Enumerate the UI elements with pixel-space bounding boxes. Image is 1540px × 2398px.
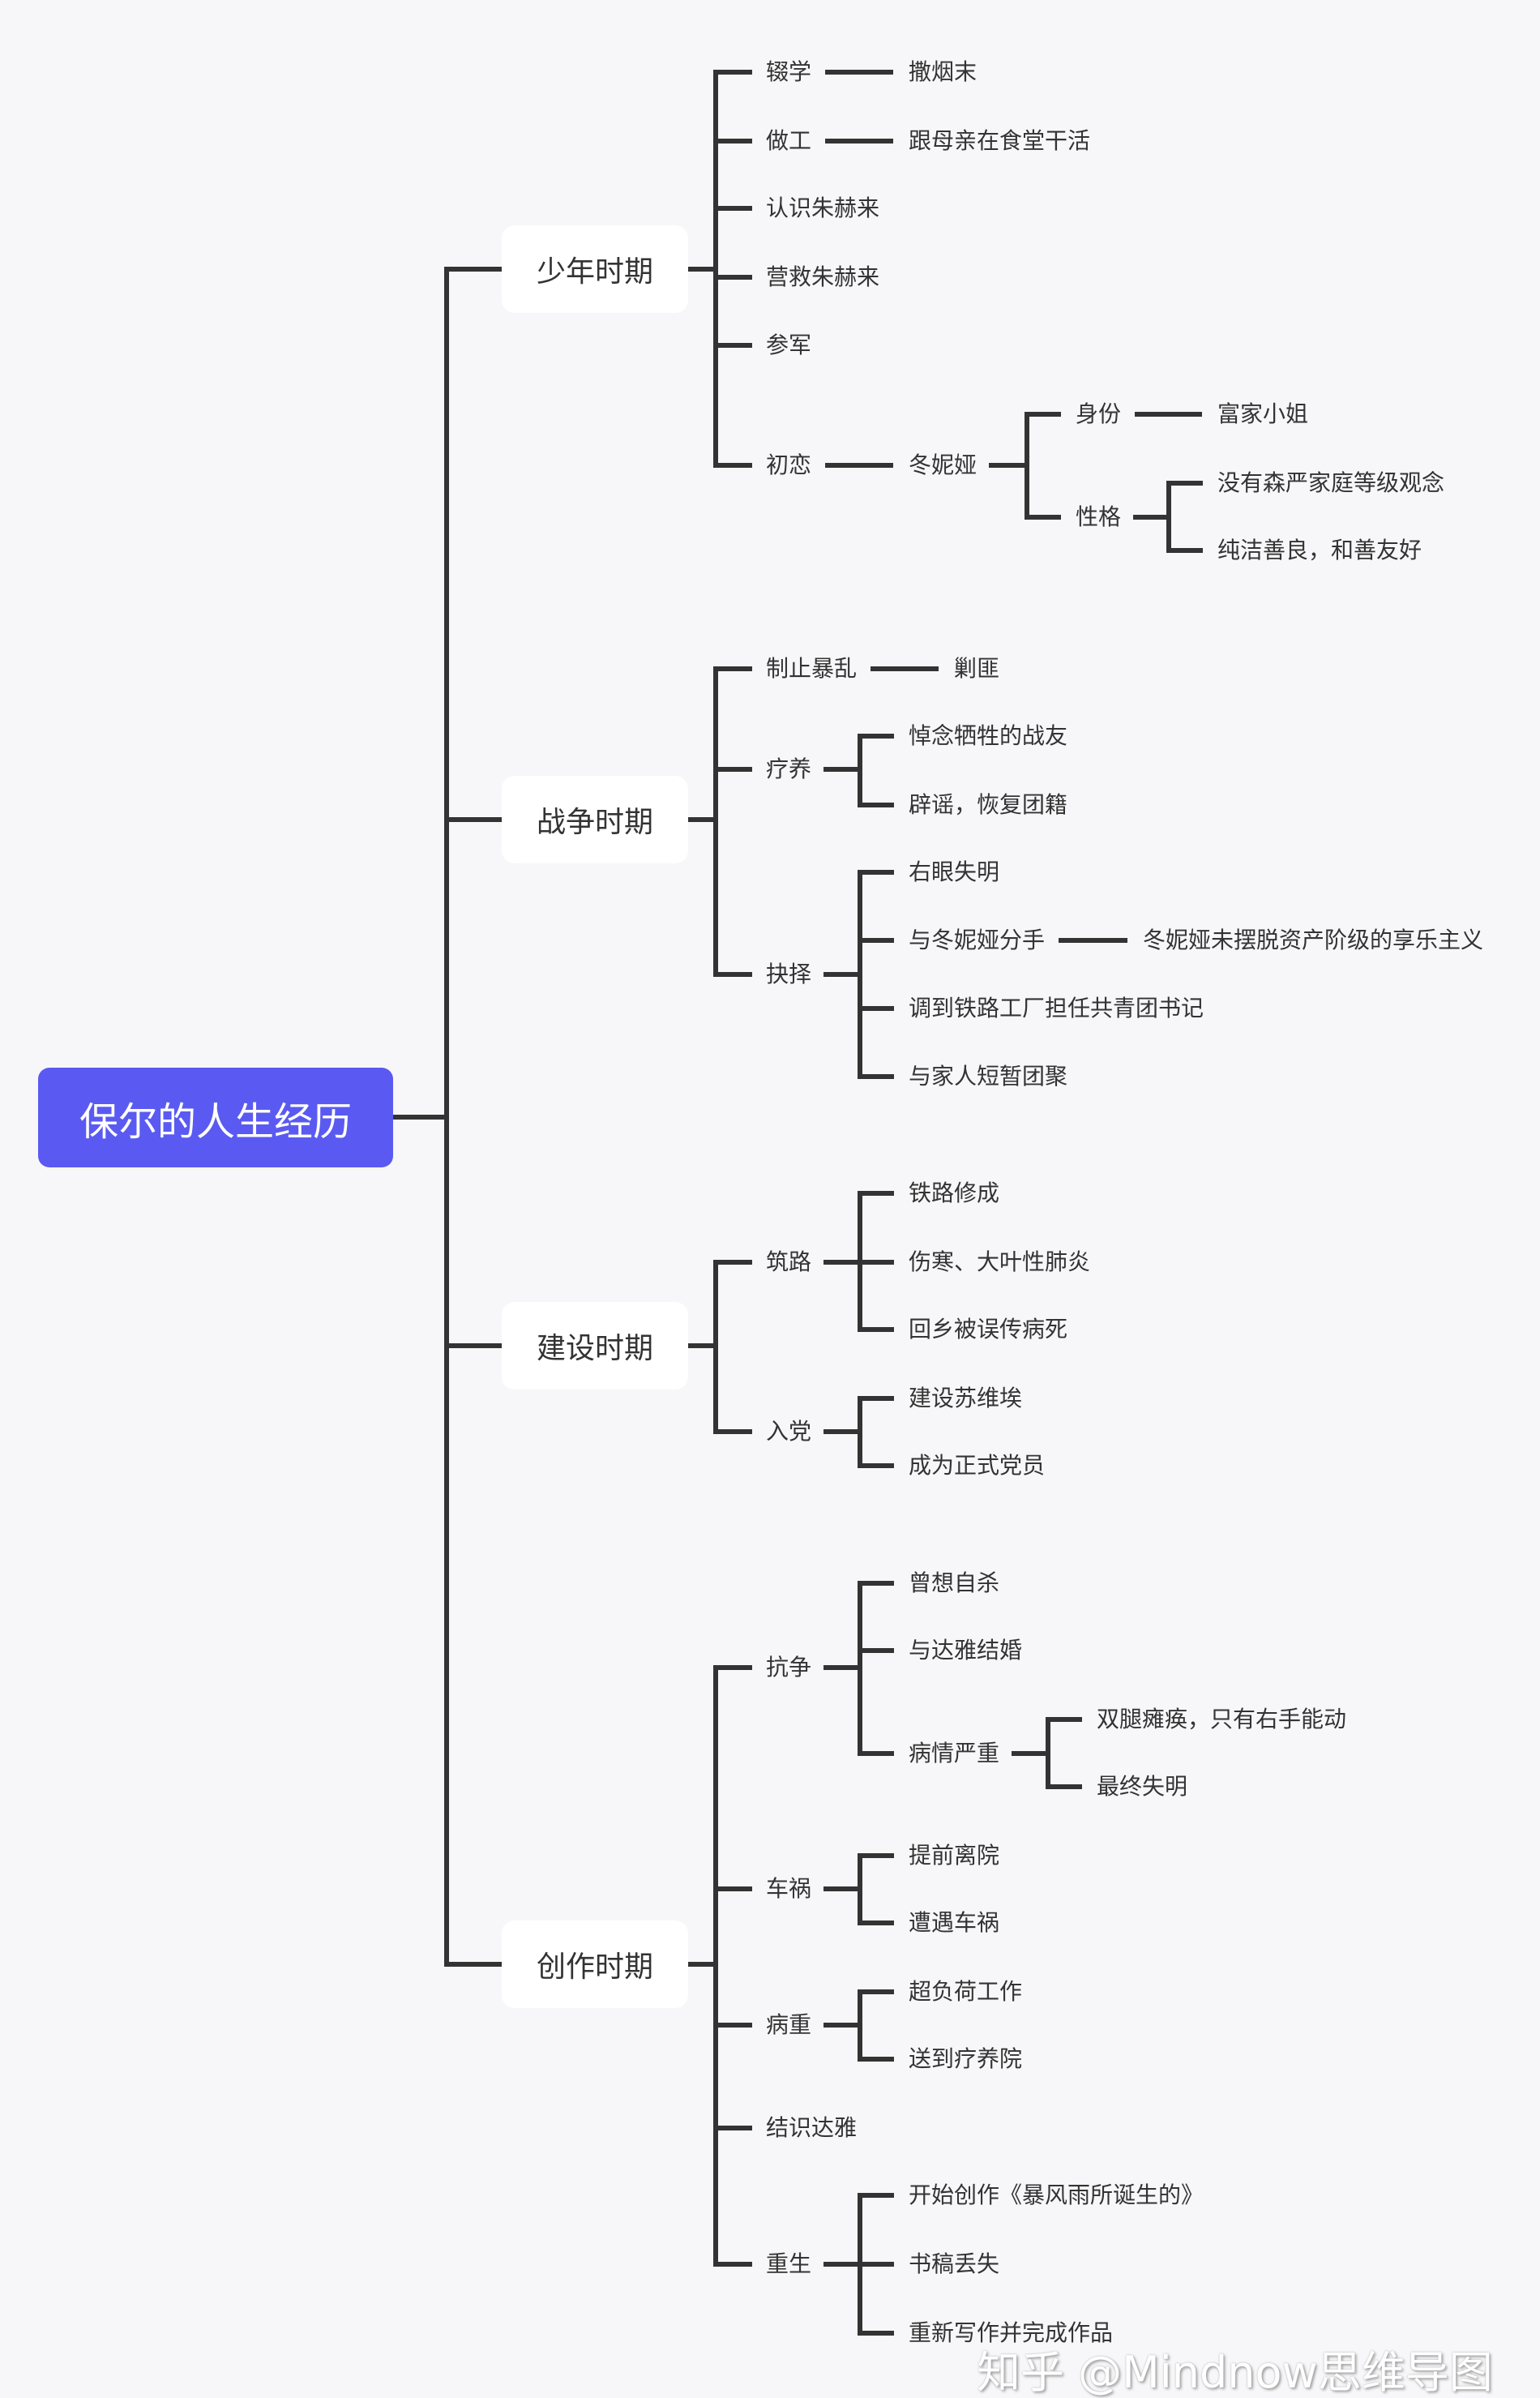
topic-node[interactable]: 少年时期 (502, 225, 688, 313)
mindmap-node[interactable]: 遭遇车祸 (909, 1909, 1000, 1937)
mindmap-node[interactable]: 抗争 (766, 1654, 812, 1681)
mindmap-node[interactable]: 性格 (1076, 503, 1122, 531)
mindmap-node[interactable]: 成为正式党员 (909, 1452, 1046, 1479)
mindmap-node[interactable]: 病重 (766, 2011, 812, 2039)
mindmap-node[interactable]: 曾想自杀 (909, 1569, 1000, 1597)
mindmap-node[interactable]: 与冬妮娅分手 (909, 927, 1046, 954)
topic-node[interactable]: 创作时期 (502, 1921, 688, 2008)
mindmap-node[interactable]: 疗养 (766, 756, 812, 783)
mindmap-node[interactable]: 车祸 (766, 1875, 812, 1903)
mindmap-node[interactable]: 跟母亲在食堂干活 (909, 127, 1091, 155)
mindmap-node[interactable]: 超负荷工作 (909, 1978, 1023, 2006)
mindmap-node[interactable]: 与家人短暂团聚 (909, 1063, 1068, 1090)
mindmap-node[interactable]: 开始创作《暴风雨所诞生的》 (909, 2182, 1204, 2209)
mindmap-node[interactable]: 没有森严家庭等级观念 (1217, 469, 1445, 497)
mindmap-node[interactable]: 最终失明 (1097, 1773, 1188, 1801)
mindmap-node[interactable]: 回乡被误传病死 (909, 1316, 1068, 1343)
mindmap-node[interactable]: 辍学 (766, 58, 812, 86)
mindmap-node[interactable]: 营救朱赫来 (766, 263, 880, 291)
mindmap-node[interactable]: 铁路修成 (909, 1180, 1000, 1207)
mindmap-node[interactable]: 纯洁善良，和善友好 (1217, 537, 1422, 564)
mindmap-node[interactable]: 重新写作并完成作品 (909, 2319, 1114, 2347)
mindmap-node[interactable]: 冬妮娅未摆脱资产阶级的享乐主义 (1143, 927, 1484, 954)
mindmap-node[interactable]: 双腿瘫痪，只有右手能动 (1097, 1706, 1347, 1733)
mindmap-node[interactable]: 辟谣，恢复团籍 (909, 791, 1068, 819)
mindmap-node[interactable]: 结识达雅 (766, 2114, 858, 2142)
mindmap-node[interactable]: 富家小姐 (1217, 400, 1309, 428)
mindmap-node[interactable]: 剿匪 (954, 655, 1000, 683)
mindmap-node[interactable]: 调到铁路工厂担任共青团书记 (909, 995, 1204, 1022)
mindmap-node[interactable]: 做工 (766, 127, 812, 155)
mindmap-node[interactable]: 参军 (766, 332, 812, 359)
mindmap-node[interactable]: 悼念牺牲的战友 (909, 722, 1068, 750)
mindmap-node[interactable]: 身份 (1076, 400, 1122, 428)
mindmap-node[interactable]: 书稿丢失 (909, 2250, 1000, 2278)
topic-node[interactable]: 建设时期 (502, 1302, 688, 1390)
topic-node[interactable]: 战争时期 (502, 776, 688, 863)
mindmap-node[interactable]: 制止暴乱 (766, 655, 858, 683)
mindmap-node[interactable]: 筑路 (766, 1248, 812, 1276)
watermark: 知乎 @Mindnow思维导图 (977, 2347, 1493, 2398)
mindmap-node[interactable]: 冬妮娅 (909, 452, 977, 479)
mindmap-node[interactable]: 认识朱赫来 (766, 195, 880, 222)
mindmap-node[interactable]: 提前离院 (909, 1842, 1000, 1869)
mindmap-node[interactable]: 入党 (766, 1418, 812, 1445)
root-node[interactable]: 保尔的人生经历 (38, 1068, 393, 1167)
mindmap-node[interactable]: 初恋 (766, 452, 812, 479)
mindmap-node[interactable]: 病情严重 (909, 1740, 1000, 1767)
mindmap-node[interactable]: 重生 (766, 2250, 812, 2278)
mindmap-node[interactable]: 伤寒、大叶性肺炎 (909, 1248, 1091, 1276)
mindmap-node[interactable]: 右眼失明 (909, 859, 1000, 886)
mindmap-node[interactable]: 抉择 (766, 961, 812, 988)
mindmap-node[interactable]: 与达雅结婚 (909, 1637, 1023, 1664)
mindmap-node[interactable]: 送到疗养院 (909, 2045, 1023, 2073)
mindmap-node[interactable]: 撒烟末 (909, 58, 977, 86)
mindmap-node[interactable]: 建设苏维埃 (909, 1385, 1023, 1412)
